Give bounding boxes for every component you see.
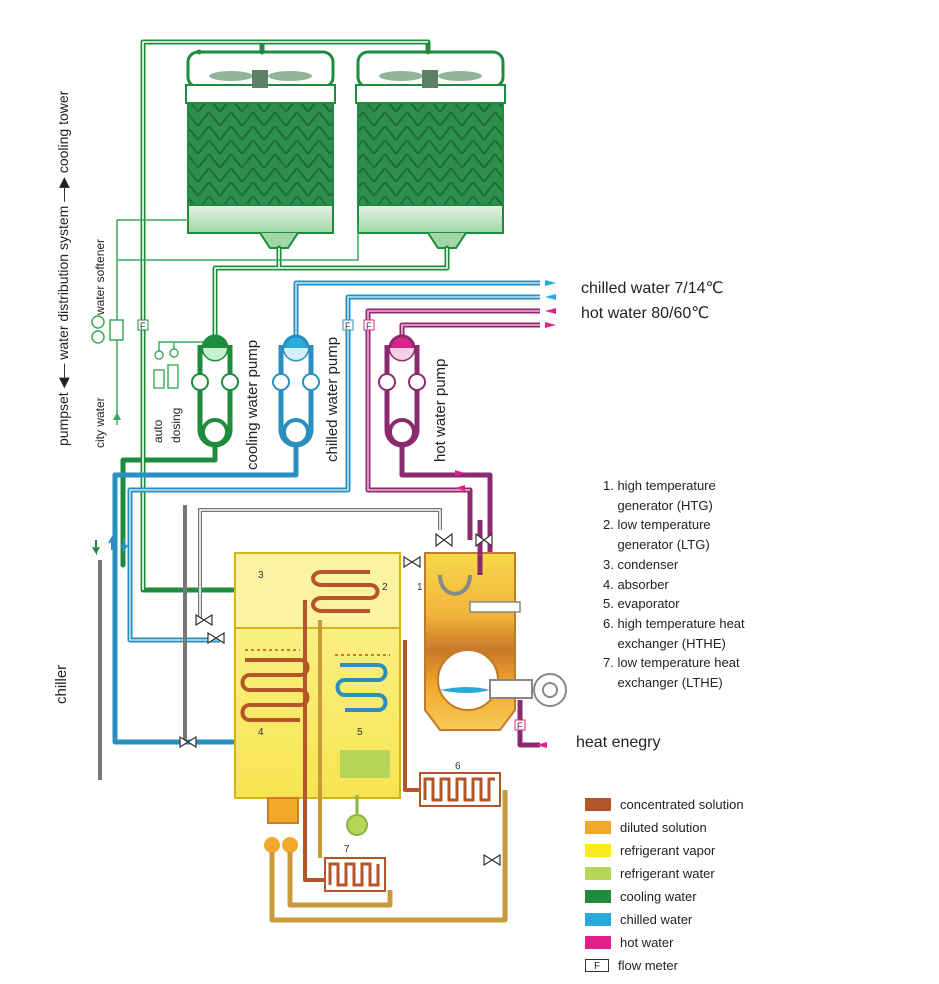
hot-water-label: hot water 80/60℃ (581, 305, 710, 322)
auto-dosing-label: auto (151, 419, 165, 443)
chilled-water-pump (272, 334, 320, 448)
condenser-coil (311, 570, 380, 613)
flow-meter-letter: F (345, 321, 351, 331)
valves (179, 532, 501, 867)
component-number-1: 1 (417, 582, 423, 593)
evaporator-coil (335, 663, 388, 712)
city-water-label: city water (93, 397, 107, 448)
legend: concentrated solution diluted solution r… (585, 793, 805, 977)
component-item: 3. condenser (603, 556, 679, 572)
component-item: 7. low temperature heat exchanger (LTHE) (603, 655, 740, 691)
legend-swatch (585, 936, 611, 949)
component-item: 2. low temperature generator (LTG) (603, 517, 711, 553)
chiller-label: chiller (53, 665, 70, 704)
auto-dosing-label: dosing (169, 408, 183, 443)
legend-label: cooling water (620, 889, 697, 904)
legend-label: concentrated solution (620, 797, 744, 812)
cooling-tower-left (185, 50, 336, 249)
auto-dosing (153, 341, 215, 389)
cooling-water-pump-label: cooling water pump (244, 340, 261, 470)
flow-meter-letter: F (366, 321, 372, 331)
heat-energy-label: heat enegry (576, 734, 661, 751)
flow-meter-letter: F (517, 721, 523, 731)
distribution-label: pumpset ◀— water distribution system —▶ … (55, 90, 71, 446)
legend-label: refrigerant water (620, 866, 715, 881)
component-number-3: 3 (258, 570, 264, 581)
legend-swatch (585, 821, 611, 834)
city-water-line (91, 219, 359, 425)
chilled-water-label: chilled water 7/14℃ (581, 280, 724, 297)
legend-item: chilled water (585, 908, 805, 931)
legend-item: refrigerant vapor (585, 839, 805, 862)
component-number-6: 6 (455, 761, 461, 772)
legend-swatch (585, 798, 611, 811)
legend-swatch (585, 913, 611, 926)
high-temperature-generator (424, 520, 567, 731)
chilled-water-pump-label: chilled water pump (324, 337, 341, 462)
legend-swatch (585, 844, 611, 857)
component-item: 4. absorber (603, 576, 669, 592)
component-number-2: 2 (382, 582, 388, 593)
legend-label: refrigerant vapor (620, 843, 716, 858)
legend-label: hot water (620, 935, 674, 950)
component-item: 5. evaporator (603, 596, 680, 612)
water-softener-label: water softener (93, 239, 107, 316)
component-list: 1. high temperature generator (HTG) 2. l… (603, 476, 803, 693)
component-number-4: 4 (258, 727, 264, 738)
flow-meter-icon (137, 319, 526, 731)
legend-swatch (585, 867, 611, 880)
cooling-water-pump (191, 334, 239, 448)
legend-item: concentrated solution (585, 793, 805, 816)
legend-label: diluted solution (620, 820, 707, 835)
legend-swatch (585, 890, 611, 903)
legend-label: flow meter (618, 958, 678, 973)
component-number-5: 5 (357, 727, 363, 738)
component-item: 6. high temperature heat exchanger (HTHE… (603, 615, 745, 651)
legend-label: chilled water (620, 912, 693, 927)
legend-item: diluted solution (585, 816, 805, 839)
legend-item: cooling water (585, 885, 805, 908)
solution-pipes (269, 600, 508, 923)
hot-water-pump-label: hot water pump (432, 359, 449, 462)
flow-meter-letter: F (140, 321, 146, 331)
component-item: 1. high temperature generator (HTG) (603, 478, 716, 513)
side-arrows (92, 534, 128, 556)
hot-water-pump (378, 334, 426, 448)
legend-item: hot water (585, 931, 805, 954)
legend-item: refrigerant water (585, 862, 805, 885)
component-number-7: 7 (344, 844, 350, 855)
flow-meter-icon: F (585, 959, 609, 972)
cooling-tower-right (355, 50, 506, 249)
